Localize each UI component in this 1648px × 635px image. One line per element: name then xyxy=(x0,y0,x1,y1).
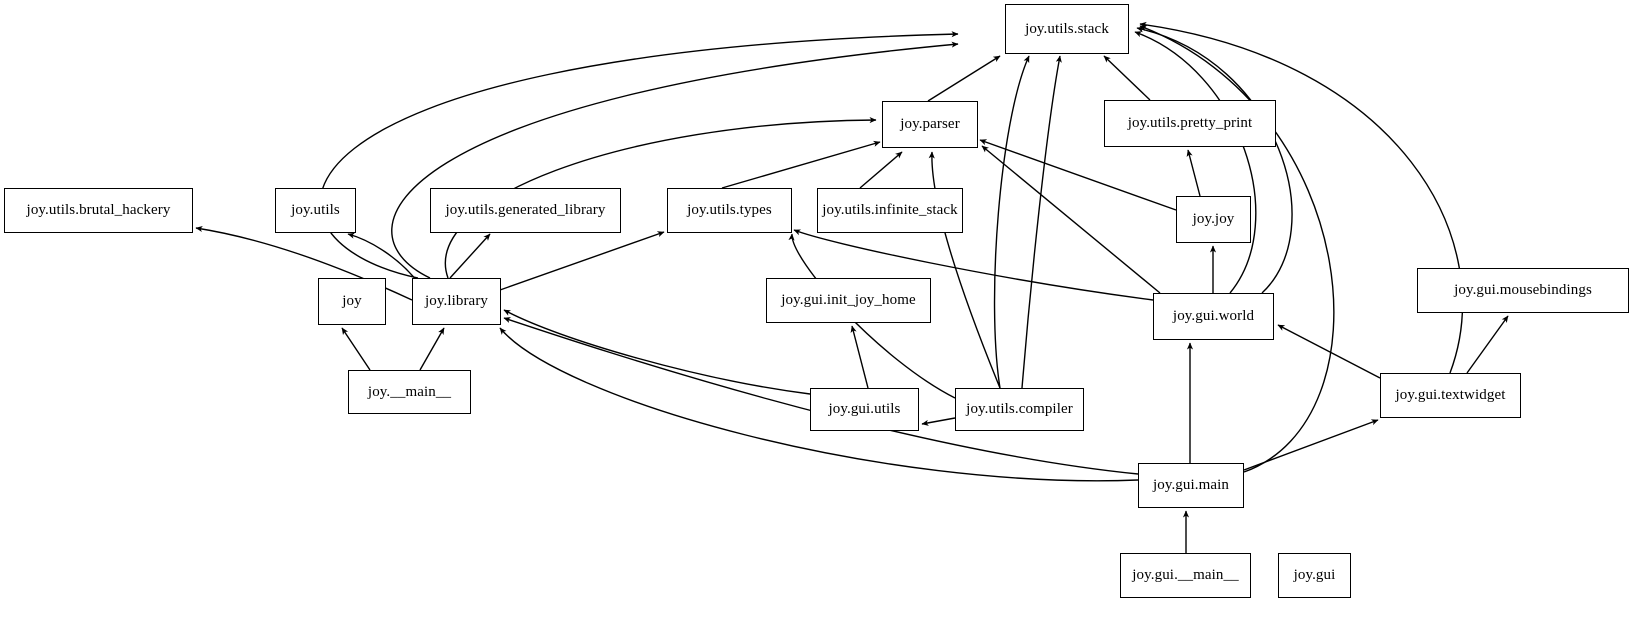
graph-node-label: joy.utils.types xyxy=(687,202,772,218)
graph-edge-joy-library--to--joy-utils-stack xyxy=(319,31,959,279)
graph-node-label: joy.gui.textwidget xyxy=(1395,387,1506,403)
graph-edge-joy-gui-world--to--joy-utils-stack xyxy=(1136,26,1293,294)
graph-node-joy-main[interactable]: joy.__main__ xyxy=(348,370,471,414)
graph-node-label: joy.parser xyxy=(900,116,960,132)
graph-node-joy-gui-textwidget[interactable]: joy.gui.textwidget xyxy=(1380,373,1521,418)
graph-edge-joy-utils-pretty-print--to--joy-utils-stack xyxy=(1103,55,1151,101)
graph-edge-joy-gui-utils--to--joy-library xyxy=(503,309,811,395)
graph-edge-joy-gui-world--to--joy-utils-stack xyxy=(1134,31,1257,294)
graph-node-label: joy.utils xyxy=(291,202,340,218)
graph-node-label: joy.gui.world xyxy=(1172,308,1255,324)
graph-edge-joy-utils-types--to--joy-parser xyxy=(721,140,881,189)
graph-edge-joy-library--to--joy-utils-stack xyxy=(391,41,959,279)
graph-node-joy-utils-pretty-print[interactable]: joy.utils.pretty_print xyxy=(1104,100,1276,147)
graph-node-label: joy.__main__ xyxy=(367,383,452,400)
graph-edge-joy-utils-infinite-stack--to--joy-parser xyxy=(859,151,903,189)
graph-node-joy-utils-brutal-hackery[interactable]: joy.utils.brutal_hackery xyxy=(4,188,193,233)
graph-node-joy-utils-stack[interactable]: joy.utils.stack xyxy=(1005,4,1129,54)
graph-edge-joy-joy--to--joy-parser xyxy=(979,139,1177,211)
graph-node-label: joy xyxy=(342,293,362,309)
graph-node-label: joy.utils.compiler xyxy=(966,401,1073,417)
graph-node-joy[interactable]: joy xyxy=(318,278,386,325)
graph-node-joy-gui-init-joy-home[interactable]: joy.gui.init_joy_home xyxy=(766,278,931,323)
graph-node-joy-gui-main[interactable]: joy.gui.main xyxy=(1138,463,1244,508)
graph-edge-joy-main---to--joy-library xyxy=(419,327,445,371)
graph-node-label: joy.joy xyxy=(1192,211,1235,227)
graph-node-joy-utils[interactable]: joy.utils xyxy=(275,188,356,233)
graph-node-label: joy.gui.mousebindings xyxy=(1454,282,1592,298)
graph-node-joy-utils-compiler[interactable]: joy.utils.compiler xyxy=(955,388,1084,431)
graph-node-joy-gui-utils[interactable]: joy.gui.utils xyxy=(810,388,919,431)
graph-edge-joy-joy--to--joy-utils-pretty-print xyxy=(1186,149,1201,197)
graph-node-joy-joy[interactable]: joy.joy xyxy=(1176,196,1251,243)
graph-edge-joy-library--to--joy-utils-types xyxy=(499,231,665,291)
graph-node-joy-gui[interactable]: joy.gui xyxy=(1278,553,1351,598)
graph-node-label: joy.gui.main xyxy=(1152,477,1230,493)
graph-edge-joy-parser--to--joy-utils-stack xyxy=(927,55,1001,102)
graph-node-label: joy.library xyxy=(424,293,489,309)
graph-edge-joy-main---to--joy xyxy=(341,327,371,371)
graph-node-joy-library[interactable]: joy.library xyxy=(412,278,501,325)
graph-edge-joy-utils-compiler--to--joy-gui-utils xyxy=(921,417,956,426)
graph-edge-joy-gui-textwidget--to--joy-gui-world xyxy=(1277,324,1381,379)
graph-edge-joy-gui-main--to--joy-utils-stack xyxy=(1139,25,1335,473)
graph-node-label: joy.utils.infinite_stack xyxy=(822,202,958,218)
graph-node-joy-gui-world[interactable]: joy.gui.world xyxy=(1153,293,1274,340)
graph-edge-joy-utils-compiler--to--joy-utils-stack xyxy=(993,55,1030,389)
graph-edge-joy-gui-utils--to--joy-gui-init-joy-home xyxy=(850,325,869,389)
graph-node-label: joy.utils.brutal_hackery xyxy=(26,202,171,218)
graph-node-label: joy.gui.__main__ xyxy=(1132,567,1239,583)
graph-node-joy-gui-main[interactable]: joy.gui.__main__ xyxy=(1120,553,1251,598)
graph-node-label: joy.utils.pretty_print xyxy=(1127,115,1253,131)
graph-node-label: joy.utils.stack xyxy=(1025,20,1109,37)
graph-edge-joy-library--to--joy-utils-generated-library xyxy=(449,233,491,279)
graph-edge-joy-gui-main--to--joy-gui-textwidget xyxy=(1243,419,1379,471)
graph-node-joy-utils-types[interactable]: joy.utils.types xyxy=(667,188,792,233)
graph-node-joy-utils-generated-library[interactable]: joy.utils.generated_library xyxy=(430,188,621,233)
graph-node-label: joy.gui.utils xyxy=(828,401,901,417)
graph-edge-joy-utils-compiler--to--joy-utils-stack xyxy=(1021,55,1062,389)
graph-node-joy-utils-infinite-stack[interactable]: joy.utils.infinite_stack xyxy=(817,188,963,233)
graph-node-joy-parser[interactable]: joy.parser xyxy=(882,101,978,148)
graph-edge-joy-gui-world--to--joy-parser xyxy=(981,145,1161,294)
graph-edge-joy-gui-textwidget--to--joy-gui-mousebindings xyxy=(1466,315,1509,374)
graph-node-label: joy.gui.init_joy_home xyxy=(781,292,916,308)
graph-node-label: joy.gui xyxy=(1293,567,1336,583)
graph-node-label: joy.utils.generated_library xyxy=(445,202,606,218)
graph-node-joy-gui-mousebindings[interactable]: joy.gui.mousebindings xyxy=(1417,268,1629,313)
